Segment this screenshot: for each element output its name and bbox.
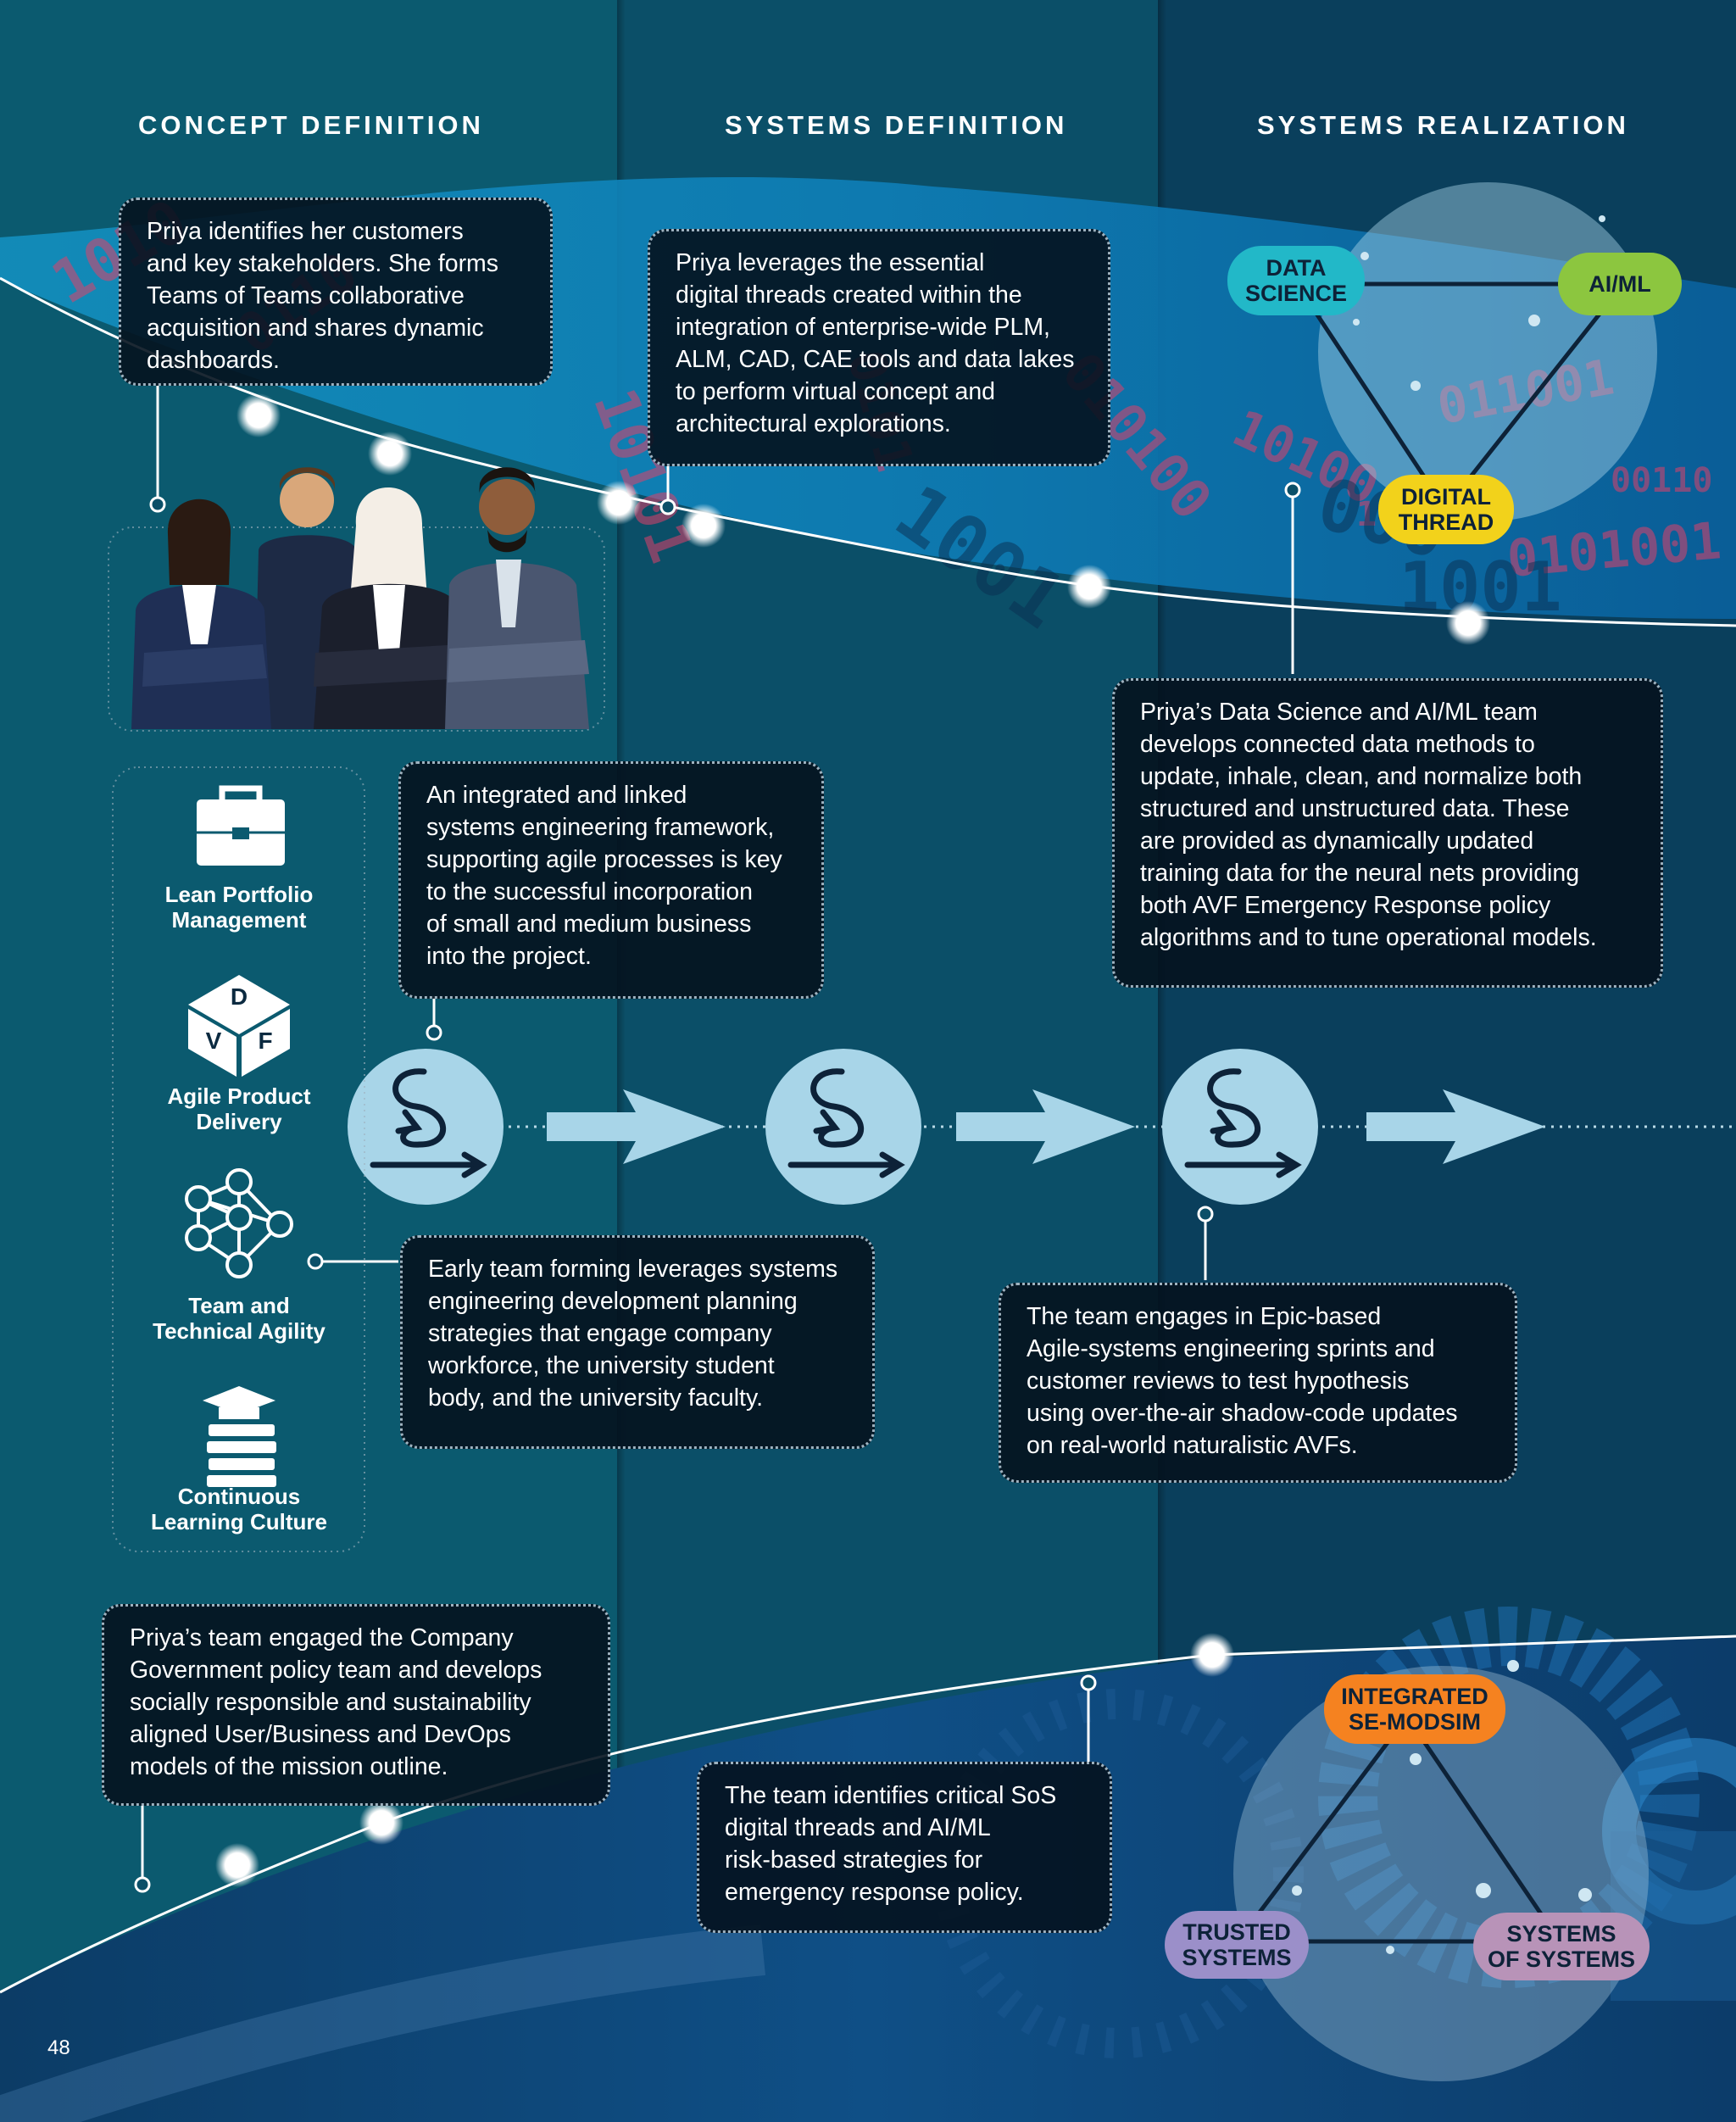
agility-sidebar-panel <box>112 766 365 1552</box>
graduation-books-icon <box>203 1386 276 1487</box>
arrow-right-icon <box>1366 1089 1545 1164</box>
sidebar-label-agile-product: Agile Product Delivery <box>167 1083 311 1134</box>
sprint-cycle-icon <box>370 1068 487 1178</box>
top-triangle-bubble <box>1318 182 1657 521</box>
callout-framework: An integrated and linked systems enginee… <box>398 761 824 999</box>
timeline-milestone-dots <box>215 393 1490 1887</box>
sprint-cycle-2 <box>765 1049 921 1205</box>
cube-letter-f: F <box>258 1028 273 1054</box>
callout-data-science: Priya’s Data Science and AI/ML team deve… <box>1112 678 1663 988</box>
svg-text:00110: 00110 <box>1611 461 1712 500</box>
callout-sos-threads: The team identifies critical SoS digital… <box>697 1762 1112 1933</box>
cube-letter-v: V <box>205 1028 222 1054</box>
callout-policy-team: Priya’s team engaged the Company Governm… <box>102 1604 610 1806</box>
cube-letter-d: D <box>230 983 248 1010</box>
sprint-cycle-3 <box>1162 1049 1318 1205</box>
tag-digital-thread: DIGITAL THREAD <box>1378 475 1514 544</box>
page-number: 48 <box>47 2036 70 2059</box>
top-triangle <box>1293 281 1628 513</box>
callout-digital-threads: Priya leverages the essential digital th… <box>648 229 1110 466</box>
callout-team-forming: Early team forming leverages systems eng… <box>400 1235 875 1449</box>
heading-systems-realization: SYSTEMS REALIZATION <box>1257 110 1629 140</box>
sidebar-label-lean-portfolio: Lean Portfolio Management <box>164 882 314 933</box>
sidebar-label-team-agility: Team and Technical Agility <box>153 1293 326 1344</box>
heading-systems-definition: SYSTEMS DEFINITION <box>725 110 1068 140</box>
bubble-sparkles <box>1292 1660 1592 1954</box>
arrow-right-icon <box>547 1089 726 1164</box>
callout-epic-sprints: The team engages in Epic-based Agile-sys… <box>999 1283 1517 1483</box>
column-divider <box>617 0 626 2122</box>
sprint-cycle-1 <box>348 1049 504 1205</box>
bubble-sparkles <box>1353 215 1605 391</box>
bottom-triangle <box>1232 1713 1564 1944</box>
callout-customers: Priya identifies her customers and key s… <box>119 198 553 386</box>
stakeholders-illustration <box>131 467 589 729</box>
team-network-icon <box>185 1168 293 1278</box>
briefcase-icon <box>197 785 285 866</box>
tag-trusted-systems: TRUSTED SYSTEMS <box>1165 1911 1309 1979</box>
tag-integrated-se-modsim: INTEGRATED SE-MODSIM <box>1324 1674 1505 1744</box>
heading-concept-definition: CONCEPT DEFINITION <box>138 110 484 140</box>
top-timeline-curve <box>0 276 1736 627</box>
flow-arrows <box>547 1089 1545 1164</box>
column-divider <box>1158 0 1166 2122</box>
leader-end-rings <box>134 482 1301 1893</box>
sprint-cycle-icon <box>1184 1068 1302 1178</box>
sprint-cycle-icon <box>787 1068 905 1178</box>
arrow-right-icon <box>956 1089 1135 1164</box>
stakeholders-panel <box>108 526 605 732</box>
sidebar-label-learning-culture: Continuous Learning Culture <box>150 1484 327 1534</box>
dvf-cube-icon <box>188 975 290 1077</box>
tag-data-science: DATA SCIENCE <box>1227 246 1365 315</box>
tag-aiml: AI/ML <box>1558 253 1682 315</box>
tag-systems-of-systems: SYSTEMS OF SYSTEMS <box>1473 1913 1650 1980</box>
